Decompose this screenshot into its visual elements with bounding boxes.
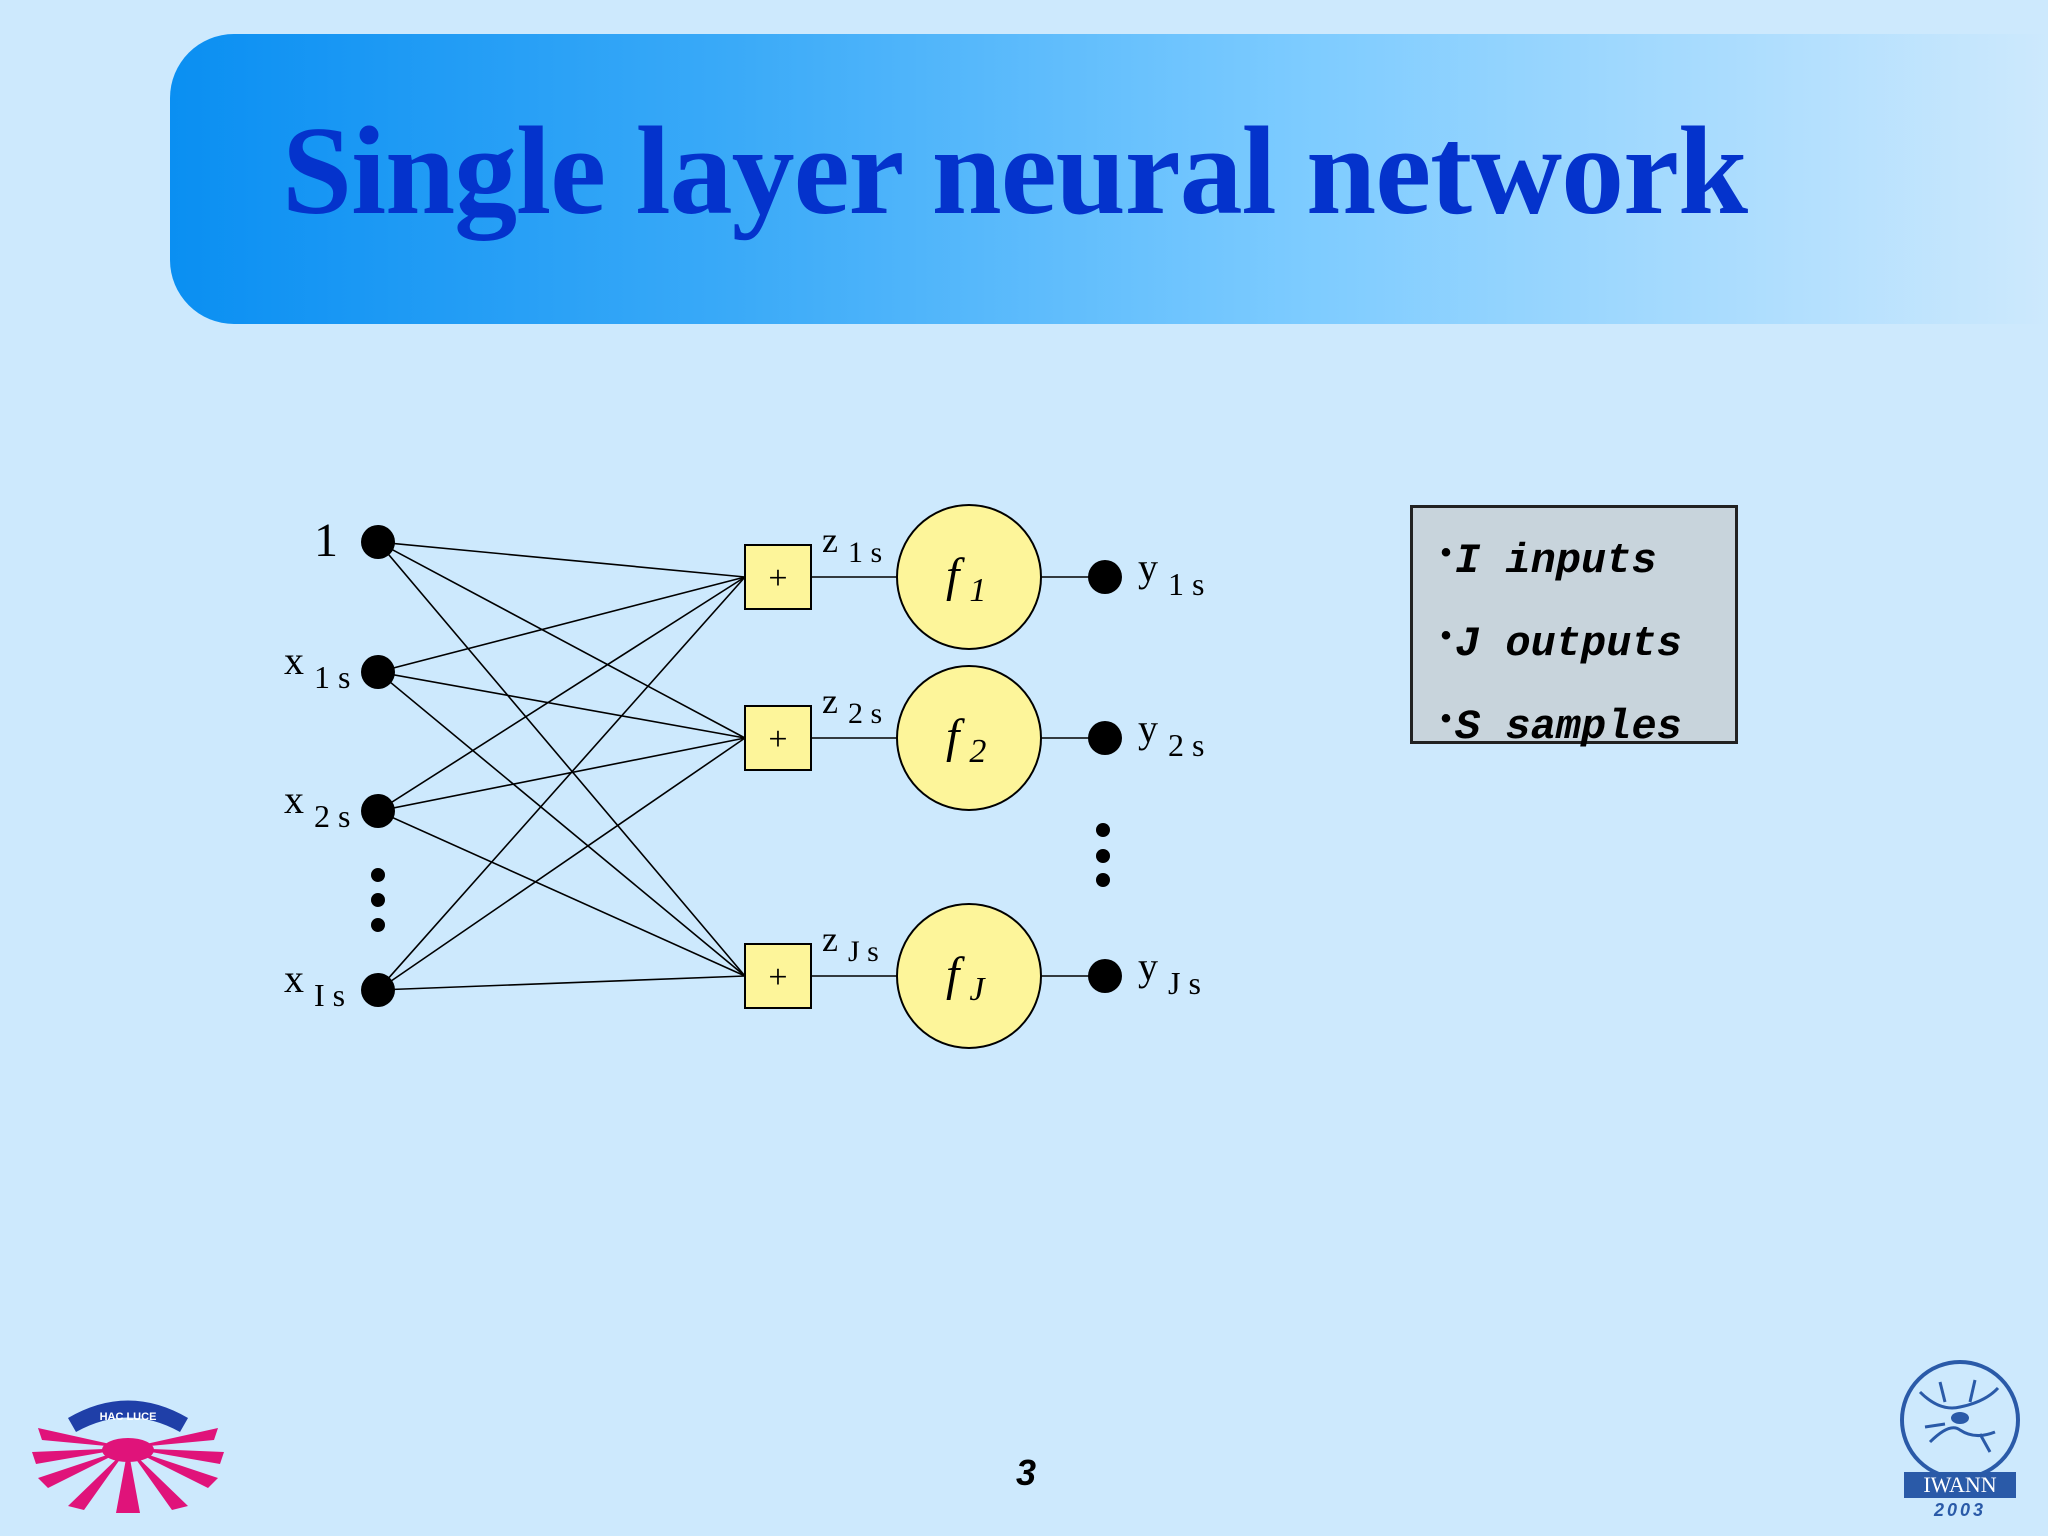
title-band	[170, 34, 2048, 324]
connection-bias-sum2	[377, 541, 746, 739]
input-ellipsis-dot	[371, 918, 385, 932]
input-node-bias	[361, 525, 395, 559]
connection-x2-sum2	[377, 737, 746, 812]
connection-bias-sumJ	[377, 541, 746, 977]
connection-xI-sum1	[377, 576, 746, 991]
output-ellipsis-dot	[1096, 823, 1110, 837]
iwann-logo-icon: IWANN 2003	[1900, 1360, 2020, 1520]
info-box: •I inputs •J outputs •S samples	[1410, 505, 1738, 751]
summation-box-sum1	[744, 544, 812, 610]
connections	[377, 541, 746, 991]
connection-bias-sum1	[377, 541, 746, 578]
activation-node-fJ	[896, 903, 1042, 1049]
summation-box-sumJ	[744, 943, 812, 1009]
info-item-samples: •S samples	[1437, 703, 1682, 751]
output-node-yJ	[1088, 959, 1122, 993]
activation-node-f1	[896, 504, 1042, 650]
connection-x2-sum1	[377, 576, 746, 812]
input-node-x2	[361, 794, 395, 828]
input-node-x1	[361, 655, 395, 689]
summation-symbol: +	[768, 560, 787, 597]
output-ellipsis-dot	[1096, 873, 1110, 887]
iwann-year: 2003	[1933, 1500, 1986, 1520]
page-number: 3	[1015, 1452, 1037, 1493]
output-node-y1	[1088, 560, 1122, 594]
connection-x1-sumJ	[377, 671, 746, 977]
connection-x1-sum1	[377, 576, 746, 673]
connection-xI-sumJ	[377, 975, 746, 991]
input-node-xI	[361, 973, 395, 1007]
activation-node-f2	[896, 665, 1042, 811]
input-ellipsis-dot	[371, 868, 385, 882]
connection-xI-sum2	[377, 737, 746, 991]
summation-symbol: +	[768, 959, 787, 996]
connection-x2-sumJ	[377, 810, 746, 977]
summation-box-sum2	[744, 705, 812, 771]
university-crest-icon: HAC LUCE	[32, 1400, 224, 1513]
connection-x1-sum2	[377, 671, 746, 739]
output-ellipsis-dot	[1096, 849, 1110, 863]
iwann-name: IWANN	[1923, 1472, 1996, 1497]
slide-title: Single layer neural network	[282, 102, 1748, 241]
output-node-y2	[1088, 721, 1122, 755]
info-item-outputs: •J outputs	[1437, 620, 1682, 668]
input-ellipsis-dot	[371, 893, 385, 907]
input-label-bias: 1	[314, 514, 338, 567]
crest-motto: HAC LUCE	[100, 1411, 157, 1423]
summation-symbol: +	[768, 721, 787, 758]
info-item-inputs: •I inputs	[1437, 537, 1657, 585]
